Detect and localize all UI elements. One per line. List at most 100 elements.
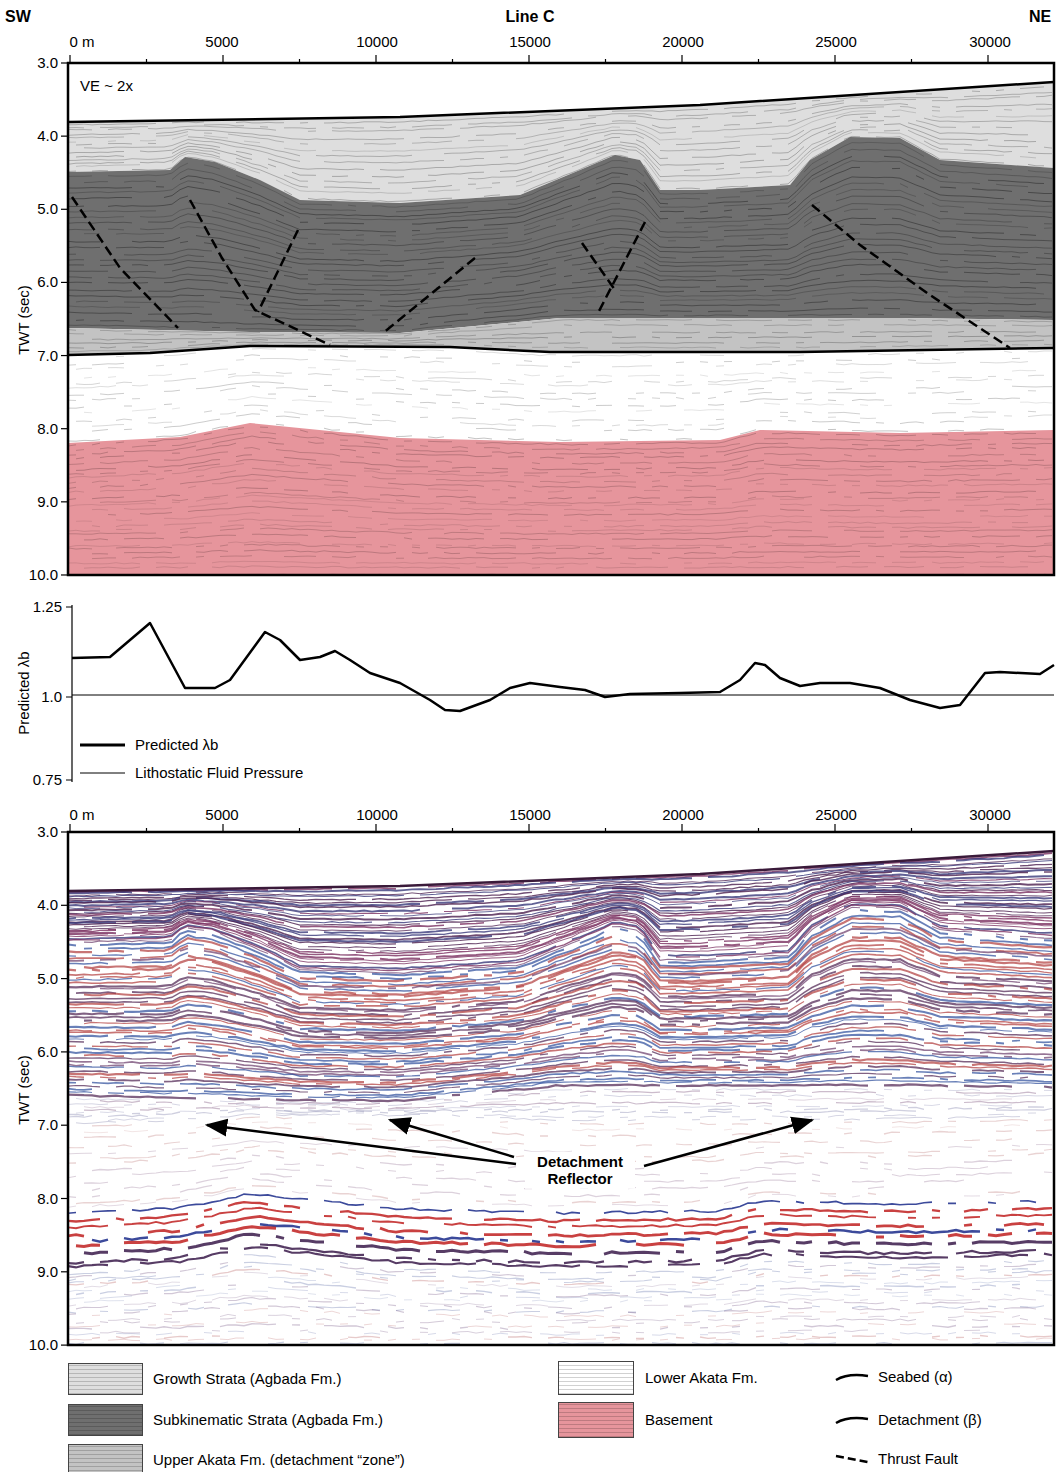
reflector [76, 1318, 1052, 1324]
axis-label: Predicted λb [15, 651, 32, 734]
tick [61, 831, 68, 832]
tick [452, 59, 453, 63]
reflector [84, 209, 1052, 254]
tick [69, 824, 70, 832]
reflector [68, 110, 1052, 151]
tick [61, 574, 68, 575]
reflector [92, 501, 1052, 510]
axis-label: 0 m [69, 806, 94, 823]
legend-swatch [68, 1404, 143, 1436]
axis-label: 0.75 [33, 771, 62, 788]
axis-label: 25000 [815, 806, 857, 823]
tick [61, 282, 68, 283]
legend-text: Growth Strata (Agbada Fm.) [153, 1370, 341, 1387]
tick [681, 824, 682, 832]
axis-label: 1.25 [33, 598, 62, 615]
reflector [76, 1298, 1028, 1309]
reflector [68, 142, 1052, 207]
tick [834, 55, 835, 63]
seabed-reflector [68, 851, 1054, 891]
reflector [68, 460, 1052, 475]
reflector [108, 506, 1052, 515]
tick [61, 1198, 68, 1199]
axis-label: 4.0 [37, 128, 58, 145]
tick [61, 209, 68, 210]
note: VE ~ 2x [80, 77, 133, 94]
reflector [84, 397, 1052, 413]
tick [987, 824, 988, 832]
subkinematic-strata [68, 137, 1054, 333]
reflector [68, 1107, 1044, 1116]
axis-label: 15000 [509, 806, 551, 823]
geologic-section [68, 82, 1054, 575]
reflector [108, 1314, 1052, 1321]
reflector [68, 1255, 1044, 1275]
axis-label: TWT (sec) [15, 285, 32, 355]
axis-label: TWT (sec) [15, 1055, 32, 1125]
reflector [68, 1094, 1052, 1105]
axis-ticks [61, 55, 988, 1345]
reflector [92, 410, 1052, 427]
reflector [68, 495, 1044, 506]
reflector [68, 524, 1052, 531]
detachment-line [68, 346, 1054, 355]
reflector [68, 218, 1052, 261]
axis-label: 20000 [662, 806, 704, 823]
reflector [84, 566, 1044, 568]
axis-label: 5.0 [37, 970, 58, 987]
callout-label: Detachment Reflector [525, 1152, 635, 1189]
reflector [68, 542, 1052, 547]
reflector [76, 124, 1052, 178]
reflector [76, 359, 1044, 370]
legend-text: Basement [645, 1411, 713, 1428]
axis-label: 8.0 [37, 420, 58, 437]
axis-label: 5000 [205, 806, 238, 823]
legend-swatch [558, 1361, 634, 1395]
reflector [68, 474, 1052, 488]
thrust-faults [72, 197, 1010, 348]
tick [911, 828, 912, 832]
reflector [68, 1263, 1052, 1278]
axis-label: 7.0 [37, 347, 58, 364]
reflector [68, 1109, 1052, 1118]
legend-line-sample [80, 773, 125, 774]
tick [758, 828, 759, 832]
reflector [76, 455, 1044, 471]
tick [375, 55, 376, 63]
reflector [68, 183, 1052, 236]
tick [61, 1271, 68, 1272]
seismic-ground [68, 832, 1054, 1345]
reflector [68, 394, 1052, 408]
reflector [68, 120, 1044, 170]
reflector [68, 528, 1052, 535]
reflector [68, 1084, 1052, 1101]
reflector [68, 375, 1052, 388]
axis-label: 7.0 [37, 1117, 58, 1134]
legend-line-sample [836, 1375, 868, 1380]
tick [69, 55, 70, 63]
reflector [84, 149, 1052, 212]
legend-swatch [68, 1363, 143, 1395]
tick [681, 55, 682, 63]
axis-label: 10.0 [29, 566, 58, 583]
tick [61, 428, 68, 429]
reflector [68, 300, 1052, 320]
axis-label: 20000 [662, 33, 704, 50]
reflector [68, 1306, 1052, 1314]
axis-label: 15000 [509, 33, 551, 50]
tick [61, 978, 68, 979]
tick [987, 55, 988, 63]
legend-text: Thrust Fault [878, 1450, 958, 1467]
axis-label: 8.0 [37, 1190, 58, 1207]
reflector [68, 259, 1052, 291]
legend-line-sample [836, 1418, 868, 1423]
reflector [68, 104, 1052, 140]
legend-text: Lithostatic Fluid Pressure [135, 764, 303, 781]
reflector [68, 1080, 1052, 1098]
tick [222, 55, 223, 63]
axis-label: 10000 [356, 33, 398, 50]
reflector [68, 382, 1052, 396]
axis-label: 1.0 [41, 688, 62, 705]
reflector [84, 116, 1052, 163]
